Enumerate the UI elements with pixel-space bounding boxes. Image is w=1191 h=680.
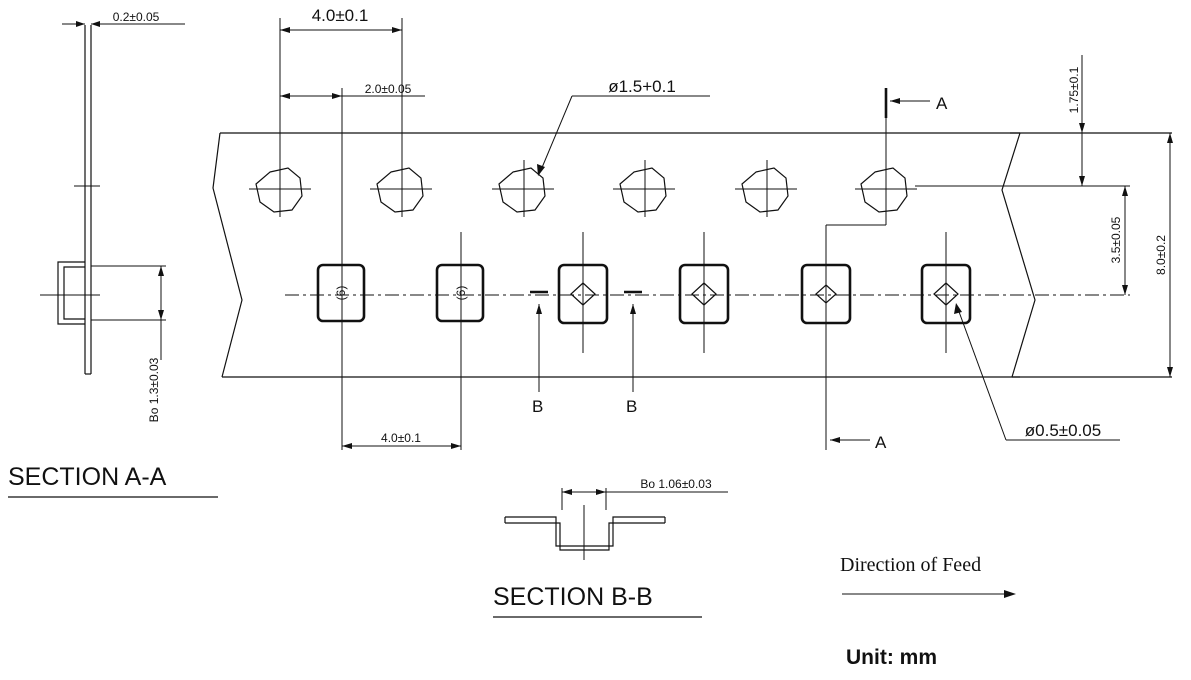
- dim-hole-to-centerline: 3.5±0.05: [1109, 216, 1123, 263]
- dimension-pocket-pitch: 4.0±0.1: [342, 431, 461, 449]
- section-b-mark-right: B: [626, 397, 637, 416]
- sprocket-hole: [735, 160, 797, 217]
- pocket: [557, 232, 609, 353]
- dim-pocket-width-bb: Bo 1.06±0.03: [640, 477, 712, 491]
- dimension-tape-width: 8.0±0.2: [1154, 133, 1173, 377]
- section-bb-title: SECTION B-B: [493, 583, 653, 611]
- dimension-hole-to-pocket: 2.0±0.05: [280, 82, 425, 99]
- pocket: [920, 232, 972, 353]
- dim-pitch-top: 4.0±0.1: [312, 6, 369, 25]
- dim-hole-to-pocket: 2.0±0.05: [365, 82, 412, 96]
- section-b-mark-left: B: [532, 397, 543, 416]
- feed-direction-label: Direction of Feed: [840, 554, 981, 576]
- pocket: [678, 232, 730, 353]
- section-bb-profile: Bo 1.06±0.03: [504, 477, 728, 560]
- section-a-cut-line: A A: [825, 88, 948, 452]
- sprocket-hole: [492, 160, 554, 217]
- section-b-cut-line: B B: [530, 290, 642, 416]
- feed-direction-arrow-icon: [842, 590, 1016, 598]
- section-aa-profile: [40, 21, 185, 375]
- sprocket-hole: [249, 160, 311, 217]
- dim-tape-width: 8.0±0.2: [1154, 235, 1168, 275]
- dimension-edge-to-hole: 1.75±0.1: [915, 55, 1130, 187]
- pocket: [316, 263, 366, 323]
- dim-pocket-hole: ø0.5±0.05: [1025, 421, 1101, 440]
- dim-edge-to-hole: 1.75±0.1: [1067, 66, 1081, 113]
- sprocket-hole: [370, 160, 432, 217]
- section-a-mark-top: A: [936, 94, 948, 113]
- unit-label: Unit: mm: [846, 646, 937, 669]
- section-aa-title: SECTION A-A: [8, 463, 167, 491]
- section-a-mark-bottom: A: [875, 433, 887, 452]
- dimension-pocket-hole: ø0.5±0.05: [954, 303, 1120, 441]
- dimension-hole-to-centerline: 3.5±0.05: [1109, 186, 1128, 295]
- pocket: [435, 263, 485, 323]
- sprocket-hole: [613, 160, 675, 217]
- dimension-pitch-top: 4.0±0.1: [280, 6, 402, 33]
- dim-pocket-pitch: 4.0±0.1: [381, 431, 421, 445]
- carrier-tape: (6) (6): [212, 18, 1172, 450]
- pocket-mark: (6): [334, 286, 348, 301]
- dimension-sprocket-hole: ø1.5+0.1: [537, 77, 710, 176]
- dim-top-thickness: 0.2±0.05: [113, 10, 160, 24]
- dim-sprocket-hole: ø1.5+0.1: [608, 77, 676, 96]
- dim-pocket-depth-aa: Bo 1.3±0.03: [147, 357, 161, 422]
